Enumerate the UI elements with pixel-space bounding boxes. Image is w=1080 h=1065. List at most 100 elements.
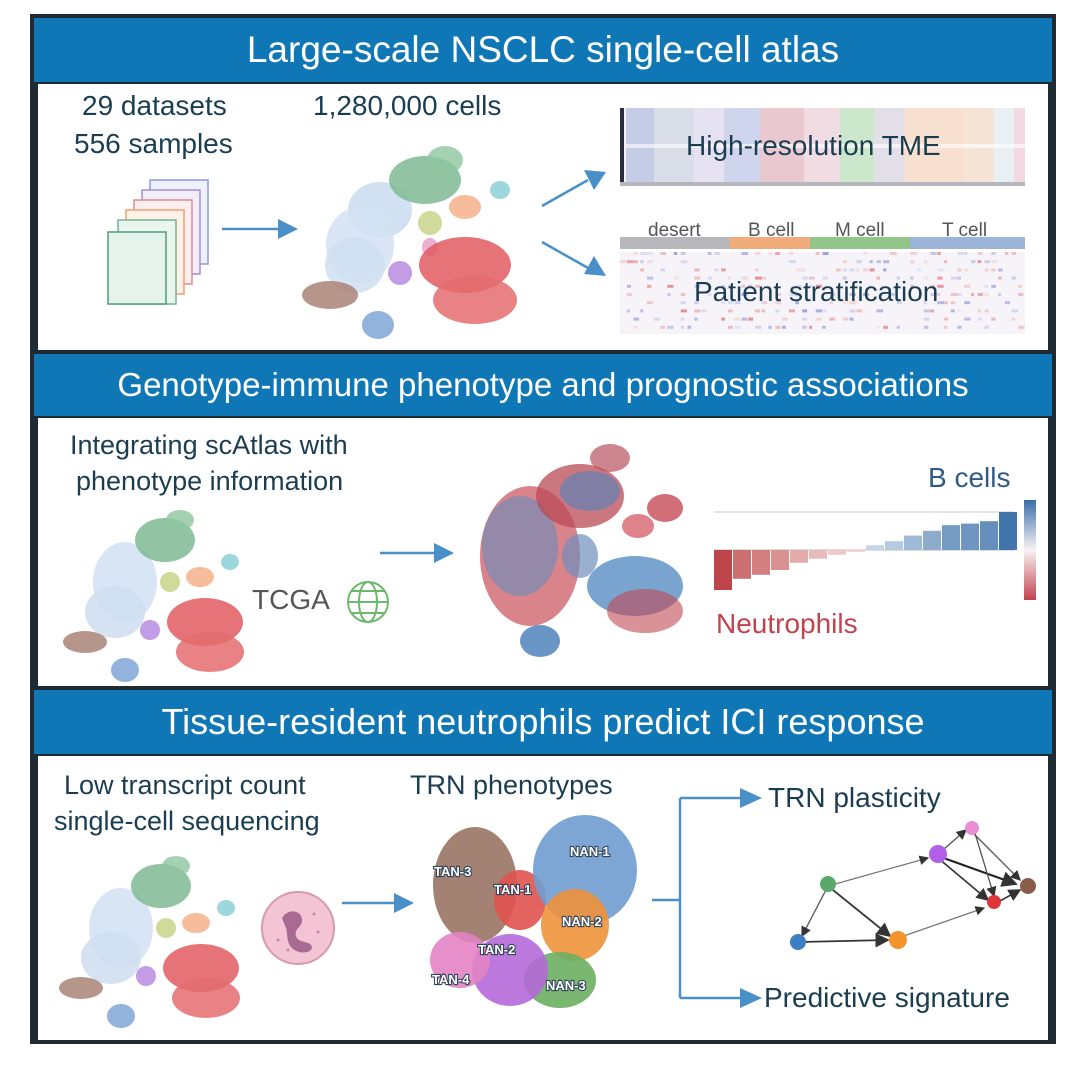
heatmap-cell bbox=[707, 293, 712, 296]
heatmap-cell bbox=[950, 293, 958, 296]
heatmap-cell bbox=[971, 260, 976, 264]
chart-bar bbox=[771, 550, 789, 570]
heatmap-cell bbox=[863, 268, 869, 272]
heatmap-cell bbox=[964, 252, 968, 255]
cluster-label-tan-4: TAN-4 bbox=[432, 972, 470, 987]
heatmap-cell bbox=[734, 317, 740, 321]
umap-phenotype-colored bbox=[480, 444, 683, 657]
heatmap-cell bbox=[930, 309, 935, 313]
heatmap-cell bbox=[721, 284, 726, 288]
heatmap-cell bbox=[647, 276, 654, 280]
heatmap-cell bbox=[674, 252, 678, 255]
heatmap-cell bbox=[660, 252, 667, 255]
chart-bar bbox=[733, 550, 751, 579]
heatmap-cell bbox=[667, 293, 671, 296]
chart-bar bbox=[752, 550, 770, 575]
heatmap-cell bbox=[991, 268, 996, 272]
heatmap-cell bbox=[734, 301, 741, 305]
heatmap-cell bbox=[971, 293, 975, 296]
plasticity-network bbox=[790, 821, 1036, 950]
heatmap-cell bbox=[701, 309, 707, 313]
heatmap-cell bbox=[863, 252, 868, 255]
heatmap-cell bbox=[937, 301, 945, 305]
cluster-label-nan-3: NAN-3 bbox=[546, 978, 586, 993]
heatmap-cell bbox=[782, 317, 789, 321]
heatmap-cell bbox=[761, 276, 766, 280]
heatmap-cell bbox=[788, 293, 796, 296]
heatmap-cell bbox=[795, 293, 800, 296]
heatmap-cell bbox=[984, 309, 989, 313]
heatmap-cell bbox=[741, 284, 745, 288]
heatmap-cell bbox=[957, 293, 962, 296]
chart-bar bbox=[714, 550, 732, 590]
heatmap-cell bbox=[761, 309, 766, 313]
heatmap-cell bbox=[910, 284, 914, 288]
heatmap-cell bbox=[775, 325, 781, 329]
heatmap-cell bbox=[741, 317, 748, 321]
heatmap-cell bbox=[977, 260, 982, 264]
heatmap-cell bbox=[728, 309, 733, 313]
heatmap-cell bbox=[957, 252, 964, 255]
integrating-line2: phenotype information bbox=[76, 466, 344, 496]
heatmap-cell bbox=[964, 301, 970, 305]
stratification-bar bbox=[620, 237, 1025, 249]
heatmap-cell bbox=[869, 260, 873, 264]
heatmap-cell bbox=[707, 276, 713, 280]
heatmap-cell bbox=[977, 293, 983, 296]
stratification-heatmap bbox=[620, 252, 1025, 334]
heatmap-cell bbox=[755, 252, 761, 255]
heatmap-cell bbox=[822, 309, 827, 313]
heatmap-cell bbox=[1011, 276, 1017, 280]
neutrophil-cell-icon bbox=[261, 891, 335, 965]
heatmap-cell bbox=[856, 268, 860, 272]
heatmap-cell bbox=[950, 309, 955, 313]
heatmap-cell bbox=[883, 260, 890, 264]
b-cells-label: B cells bbox=[928, 462, 1011, 493]
neutrophils-label: Neutrophils bbox=[716, 608, 858, 639]
heatmap-cell bbox=[626, 284, 632, 288]
heatmap-cell bbox=[768, 252, 773, 255]
chart-bar bbox=[866, 545, 884, 550]
heatmap-cell bbox=[707, 252, 712, 255]
heatmap-cell bbox=[640, 309, 644, 313]
strat-group-desert: desert bbox=[648, 220, 701, 241]
heatmap-cell bbox=[647, 252, 654, 255]
heatmap-cell bbox=[984, 325, 989, 329]
section3-banner: Tissue-resident neutrophils predict ICI … bbox=[34, 690, 1052, 754]
heatmap-cell bbox=[815, 284, 822, 288]
heatmap-cell bbox=[964, 317, 971, 321]
heatmap-cell bbox=[633, 317, 640, 321]
predictive-signature-label: Predictive signature bbox=[764, 982, 1010, 1013]
heatmap-cell bbox=[876, 325, 880, 329]
heatmap-cell bbox=[660, 268, 665, 272]
heatmap-cell bbox=[890, 252, 897, 255]
heatmap-cell bbox=[802, 276, 809, 280]
tme-heatmap bbox=[620, 108, 1025, 186]
chart-bar bbox=[980, 521, 998, 550]
heatmap-cell bbox=[910, 252, 918, 255]
heatmap-cell bbox=[917, 268, 922, 272]
section1-title: Large-scale NSCLC single-cell atlas bbox=[246, 29, 840, 70]
heatmap-cell bbox=[842, 268, 847, 272]
heatmap-cell bbox=[937, 284, 944, 288]
heatmap-cell bbox=[795, 301, 799, 305]
arrow-to-atlas bbox=[222, 219, 298, 239]
chart-bar bbox=[790, 550, 808, 563]
heatmap-cell bbox=[795, 284, 803, 288]
heatmap-cell bbox=[802, 309, 808, 313]
arrow-to-umap-colored bbox=[380, 543, 454, 563]
heatmap-cell bbox=[761, 301, 768, 305]
heatmap-cell bbox=[674, 276, 679, 280]
heatmap-cell bbox=[849, 309, 856, 313]
heatmap-cell bbox=[957, 309, 961, 313]
heatmap-cell bbox=[802, 325, 807, 329]
heatmap-cell bbox=[755, 284, 761, 288]
heatmap-cell bbox=[930, 252, 937, 255]
heatmap-cell bbox=[910, 260, 915, 264]
heatmap-cell bbox=[896, 276, 900, 280]
arrow-to-trn bbox=[342, 893, 414, 913]
heatmap-cell bbox=[964, 284, 971, 288]
heatmap-cell bbox=[883, 325, 888, 329]
heatmap-cell bbox=[896, 325, 900, 329]
datasets-count: 29 datasets bbox=[82, 90, 227, 121]
